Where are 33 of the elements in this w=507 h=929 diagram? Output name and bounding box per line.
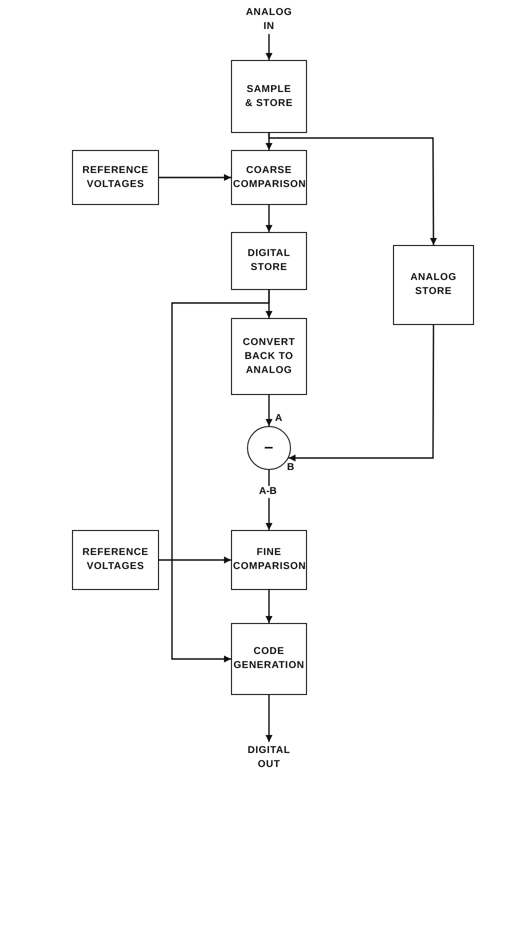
box-label: REFERENCE VOLTAGES xyxy=(81,546,150,574)
arrow xyxy=(266,590,272,623)
arrow xyxy=(171,290,270,662)
box-label: CODE GENERATION xyxy=(233,645,305,673)
box-label: ANALOG STORE xyxy=(409,271,458,299)
arrow xyxy=(266,395,272,426)
arrow xyxy=(266,470,272,530)
input-label: ANALOG IN xyxy=(244,6,294,34)
process-box xyxy=(72,150,159,205)
arrow xyxy=(266,34,272,60)
box-label: DIGITAL STORE xyxy=(246,247,292,275)
minus-sign: – xyxy=(264,441,274,455)
box-label: FINE COMPARISON xyxy=(233,546,305,574)
process-box xyxy=(72,530,159,590)
process-box xyxy=(231,318,307,395)
arrow xyxy=(268,133,437,245)
output-label: DIGITAL OUT xyxy=(246,744,292,772)
box-label: COARSE COMPARISON xyxy=(233,164,305,192)
arrow xyxy=(266,695,272,742)
process-box xyxy=(231,530,307,590)
arrow xyxy=(159,174,231,181)
process-box xyxy=(231,623,307,695)
process-box xyxy=(231,232,307,290)
box-label: REFERENCE VOLTAGES xyxy=(81,164,150,192)
box-label: CONVERT BACK TO ANALOG xyxy=(242,336,296,378)
arrow xyxy=(288,325,434,462)
edge-label: A-B xyxy=(258,486,278,498)
process-box xyxy=(231,60,307,133)
arrow xyxy=(159,556,231,564)
arrow xyxy=(266,205,272,232)
process-box xyxy=(393,245,474,325)
process-box xyxy=(231,150,307,205)
box-label: SAMPLE & STORE xyxy=(244,82,294,110)
